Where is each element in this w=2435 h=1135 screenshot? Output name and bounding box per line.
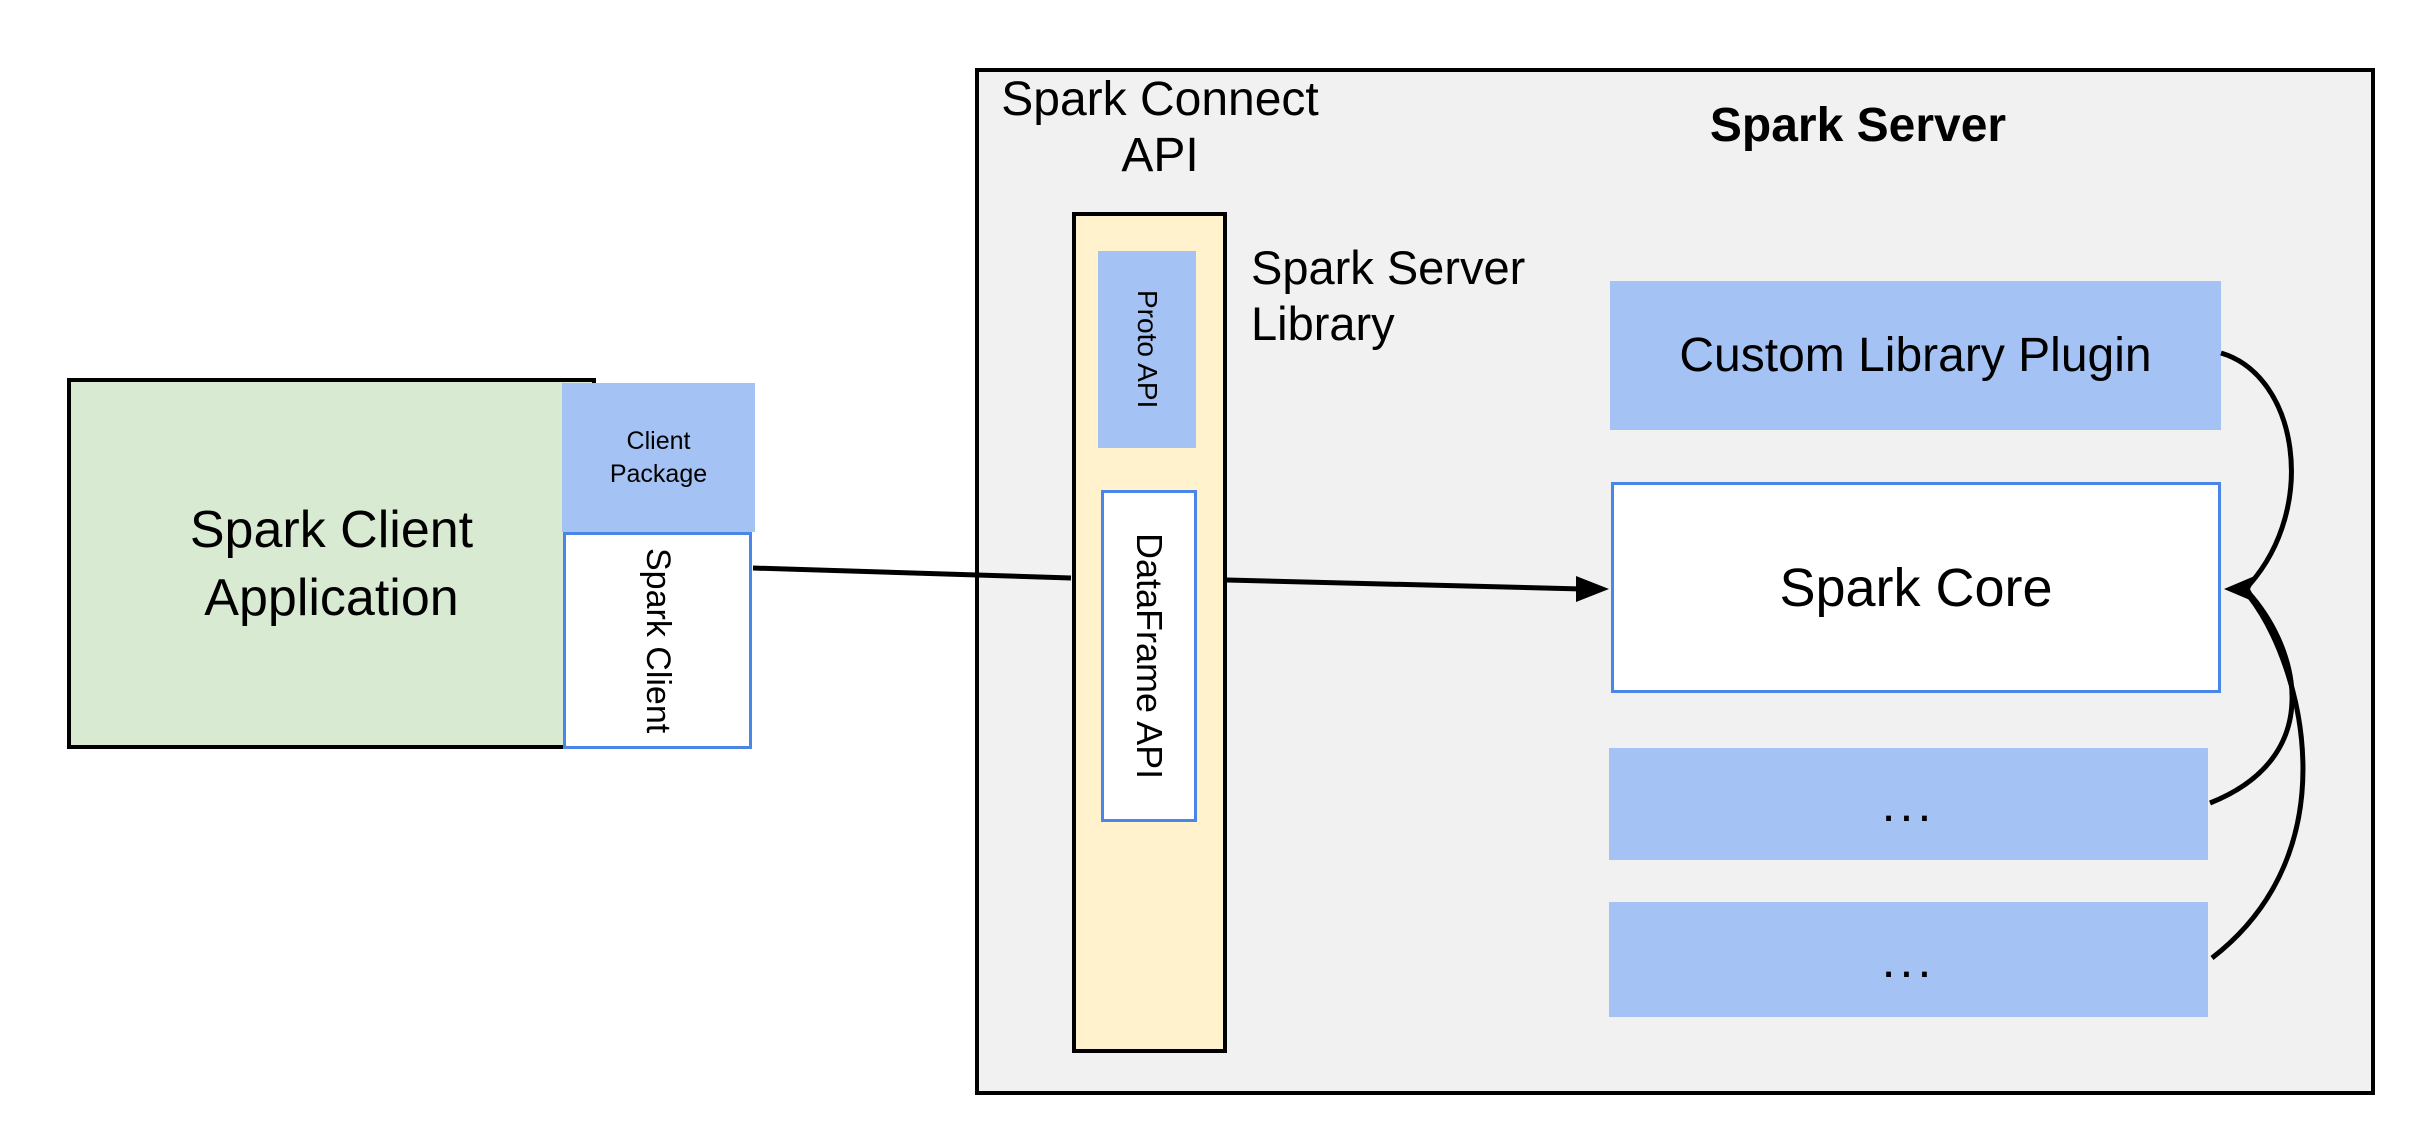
custom-library-plugin-box: Custom Library Plugin (1610, 281, 2221, 430)
client-package-box: Client Package (562, 383, 755, 532)
proto-api-label: Proto API (1132, 290, 1163, 409)
spark-connect-api-label-line2: API (1121, 129, 1199, 182)
additional-plugin-label-2: ... (1881, 931, 1936, 988)
spark-client-box: Spark Client (563, 532, 752, 749)
spark-server-library-label: Spark Server Library (1251, 240, 1591, 352)
spark-client-application-box: Spark Client Application (67, 378, 596, 749)
proto-api-box: Proto API (1098, 251, 1196, 448)
spark-server-title: Spark Server (1709, 99, 2007, 152)
spark-client-label: Spark Client (639, 547, 677, 734)
spark-connect-api-label-line1: Spark Connect (1001, 73, 1319, 126)
spark-core-box: Spark Core (1611, 482, 2221, 693)
spark-client-application-label-line1: Spark Client (189, 500, 474, 559)
spark-client-application-label-line2: Application (204, 568, 459, 627)
dataframe-api-box: DataFrame API (1101, 490, 1197, 822)
client-package-label-line2: Package (609, 459, 708, 488)
additional-plugin-label-1: ... (1881, 776, 1936, 832)
client-package-label-line1: Client (626, 426, 691, 455)
dataframe-api-label: DataFrame API (1129, 532, 1170, 780)
spark-connect-api-label: Spark Connect API (960, 72, 1360, 184)
custom-library-plugin-label: Custom Library Plugin (1679, 329, 2152, 382)
additional-plugin-box-2: ... (1609, 902, 2208, 1017)
additional-plugin-box-1: ... (1609, 748, 2208, 860)
spark-core-label: Spark Core (1779, 557, 2053, 618)
spark-server-library-label-line2: Library (1251, 297, 1395, 350)
spark-server-library-label-line1: Spark Server (1251, 241, 1526, 294)
spark-client-application-label: Spark Client Application (190, 496, 473, 632)
